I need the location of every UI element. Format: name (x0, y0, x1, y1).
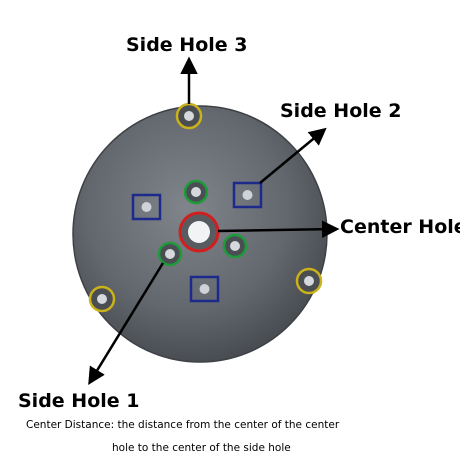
side-hole-extra (295, 267, 323, 295)
inner-hole-right (222, 233, 248, 259)
label-center-hole: Center Hole (340, 216, 460, 238)
label-side-hole-2: Side Hole 2 (280, 100, 402, 122)
label-side-hole-3: Side Hole 3 (126, 34, 248, 56)
square-marker-right (232, 181, 263, 209)
square-marker-left (131, 193, 162, 221)
inner-hole-top (183, 179, 209, 205)
center-distance-note-line-1: Center Distance: the distance from the c… (26, 419, 340, 431)
side-hole-3 (175, 102, 203, 130)
square-marker-bottom (189, 275, 220, 303)
label-side-hole-1: Side Hole 1 (18, 390, 140, 412)
center-hole (178, 211, 220, 253)
arrow-side-hole-1 (88, 262, 165, 385)
center-distance-note-line-2: hole to the center of the side hole (112, 442, 291, 454)
arrow-side-hole-2 (259, 127, 327, 184)
arrow-center-hole (217, 220, 340, 238)
side-hole-1 (88, 285, 116, 313)
inner-hole-left (157, 241, 183, 267)
